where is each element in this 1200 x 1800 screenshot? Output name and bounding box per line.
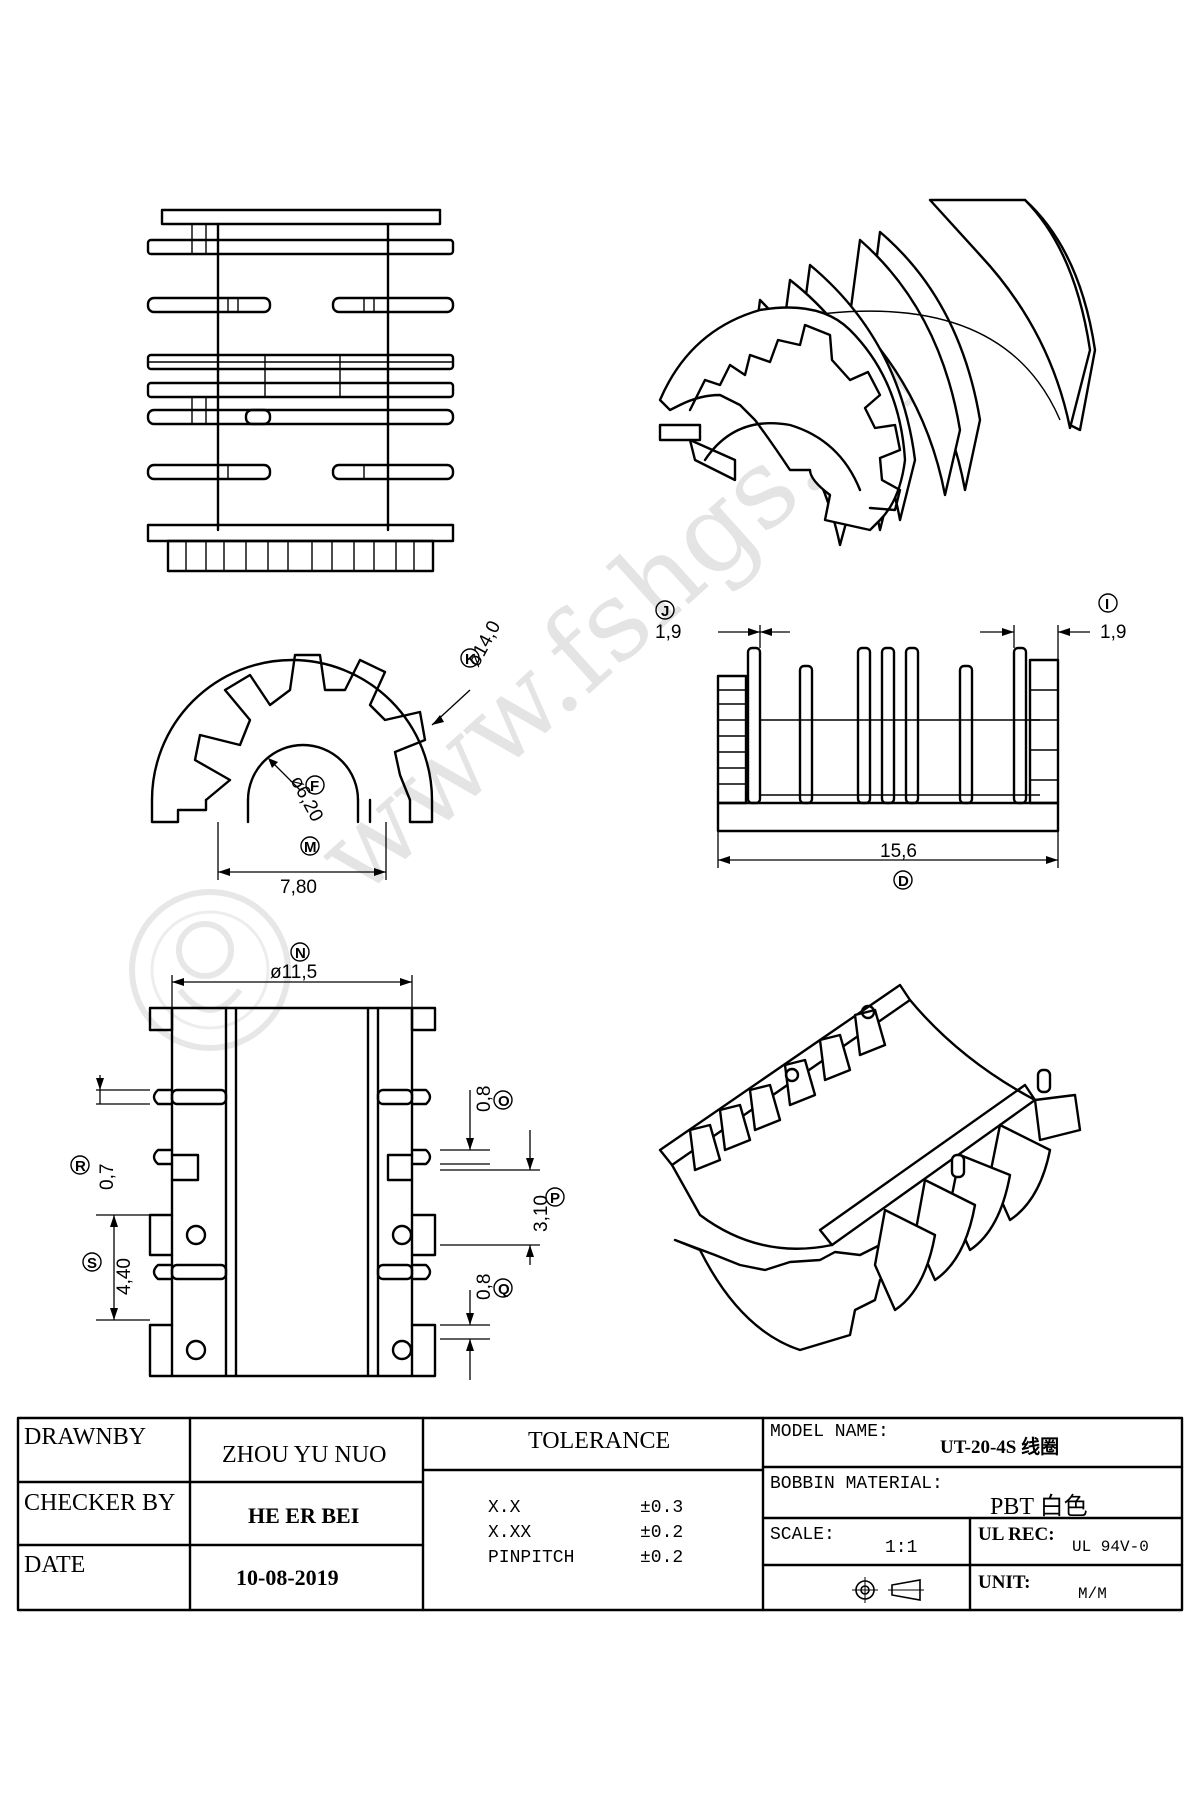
tolerance-name: PINPITCH: [488, 1548, 575, 1568]
material-value: PBT 白色: [990, 1494, 1088, 1520]
tolerance-value: ±0.3: [640, 1498, 684, 1518]
dim-S-label: S: [87, 1255, 97, 1272]
material-label: BOBBIN MATERIAL:: [770, 1474, 943, 1494]
title-block-grid: [16, 1416, 1184, 1612]
scale-value: 1:1: [885, 1538, 918, 1558]
tolerance-value: ±0.2: [640, 1548, 684, 1568]
dim-S-value: 4,40: [114, 1258, 135, 1295]
bottom-view: ø11,5 N 0,7 R 4,40 S 0,8 O: [70, 942, 565, 1380]
drawn-by-label: DRAWNBY: [24, 1424, 147, 1450]
drawn-by-value: ZHOU YU NUO: [222, 1442, 387, 1468]
tolerance-name: X.XX: [488, 1523, 532, 1543]
watermark-seal: [129, 889, 291, 1051]
dim-Q-label: Q: [498, 1281, 510, 1298]
dim-M-value: 7,80: [280, 877, 317, 898]
model-name-value: UT-20-4S 线圈: [940, 1437, 1060, 1458]
tolerance-label: TOLERANCE: [528, 1428, 671, 1454]
dim-I-value: 1,9: [1100, 622, 1126, 643]
model-name-label: MODEL NAME:: [770, 1422, 889, 1442]
dim-K-label: K: [465, 651, 476, 668]
isometric-view-bottom: [658, 983, 1082, 1352]
dim-J-label: J: [661, 603, 669, 620]
side-view-top-left: [146, 208, 455, 573]
checker-value: HE ER BEI: [248, 1503, 360, 1528]
dim-D-value: 15,6: [880, 841, 917, 862]
dim-R-value: 0,7: [97, 1164, 118, 1190]
scale-label: SCALE:: [770, 1525, 835, 1545]
tolerance-name: X.X: [488, 1498, 521, 1518]
dim-P-label: P: [550, 1190, 560, 1207]
dim-I-label: I: [1105, 596, 1109, 613]
unit-label: UNIT:: [978, 1572, 1031, 1593]
dim-J-value: 1,9: [655, 622, 681, 643]
dim-R-label: R: [75, 1158, 86, 1175]
ul-label: UL REC:: [978, 1524, 1055, 1545]
dim-N-label: N: [295, 945, 306, 962]
isometric-view-top: [658, 198, 1097, 547]
dim-Q-value: 0,8: [474, 1274, 495, 1300]
ul-value: UL 94V-0: [1072, 1538, 1149, 1556]
unit-value: M/M: [1078, 1585, 1107, 1603]
dim-N-value: ø11,5: [270, 962, 317, 983]
tolerance-value: ±0.2: [640, 1523, 684, 1543]
front-view: 1,9 J 1,9 I 15,6 D: [655, 593, 1126, 890]
dim-M-label: M: [304, 839, 317, 856]
date-label: DATE: [24, 1552, 86, 1578]
dim-F-label: F: [310, 778, 319, 795]
dim-O-label: O: [498, 1093, 510, 1110]
dim-O-value: 0,8: [474, 1086, 495, 1112]
dim-D-label: D: [898, 873, 909, 890]
checker-label: CHECKER BY: [24, 1490, 176, 1516]
date-value: 10-08-2019: [236, 1565, 339, 1590]
dim-P-value: 3,10: [531, 1195, 552, 1232]
first-angle-projection-icon: [852, 1577, 924, 1603]
